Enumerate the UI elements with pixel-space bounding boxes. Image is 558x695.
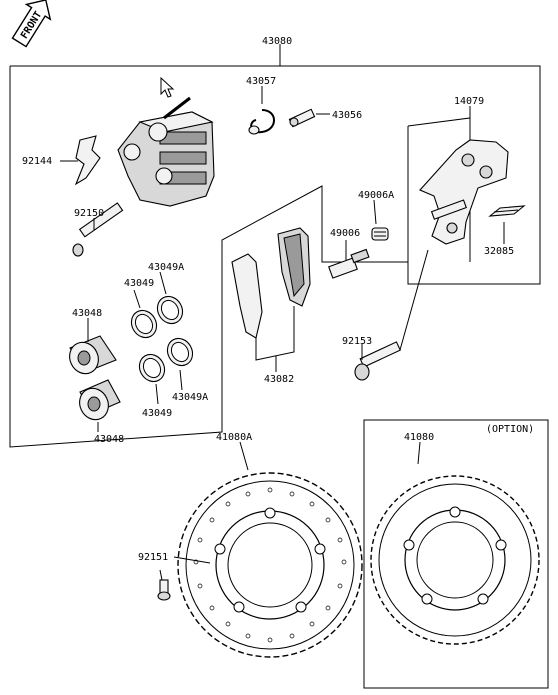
option-box — [363, 419, 549, 689]
piston-seals — [130, 295, 194, 383]
callout-labels: 43080 14079 43057 43056 92144 92150 4900… — [22, 36, 534, 563]
callout-bleed-valve: 43056 — [332, 110, 362, 121]
caliper-mount-bolt — [354, 341, 401, 381]
leader-lines — [60, 86, 505, 581]
callout-seal-a-bottom: 43049A — [172, 392, 208, 403]
callout-seal-top: 43049 — [124, 278, 154, 289]
disc-bolt — [157, 579, 171, 601]
pin-bolt — [72, 202, 124, 257]
callout-piston-bottom: 43048 — [94, 434, 124, 445]
callout-bleed-cap: 43057 — [246, 76, 276, 87]
caliper-body — [117, 96, 215, 207]
callout-pad-spring: 32085 — [484, 246, 514, 257]
callout-pin-bolt: 92150 — [74, 208, 104, 219]
slide-pin — [328, 248, 370, 279]
callout-disc-bolt: 92151 — [138, 552, 168, 563]
callout-slide-pin-boot: 49006A — [358, 190, 394, 201]
callout-disc-round: 41080 — [404, 432, 434, 443]
option-label: (OPTION) — [486, 424, 534, 435]
callout-slide-pin: 49006 — [330, 228, 360, 239]
pad-spring — [488, 205, 526, 217]
callout-spring: 92144 — [22, 156, 52, 167]
callout-assembly: 43080 — [262, 36, 292, 47]
bleed-valve — [288, 108, 316, 128]
pistons — [69, 335, 121, 421]
caliper-bracket — [419, 139, 509, 245]
spring-clip — [74, 135, 101, 186]
pointer-icon — [160, 76, 175, 98]
callout-disc-wave: 41080A — [216, 432, 252, 443]
callout-piston-top: 43048 — [72, 308, 102, 319]
slide-pin-boot — [371, 227, 389, 241]
callout-pad-set: 43082 — [264, 374, 294, 385]
front-arrow-icon: FRONT — [11, 0, 52, 48]
callout-bracket: 14079 — [454, 96, 484, 107]
callout-caliper-bolt: 92153 — [342, 336, 372, 347]
round-disc — [370, 475, 540, 645]
bleed-cap — [248, 109, 275, 135]
brake-pads — [231, 227, 311, 372]
callout-seal-a-top: 43049A — [148, 262, 184, 273]
callout-seal-bottom: 43049 — [142, 408, 172, 419]
wave-disc — [177, 472, 363, 658]
